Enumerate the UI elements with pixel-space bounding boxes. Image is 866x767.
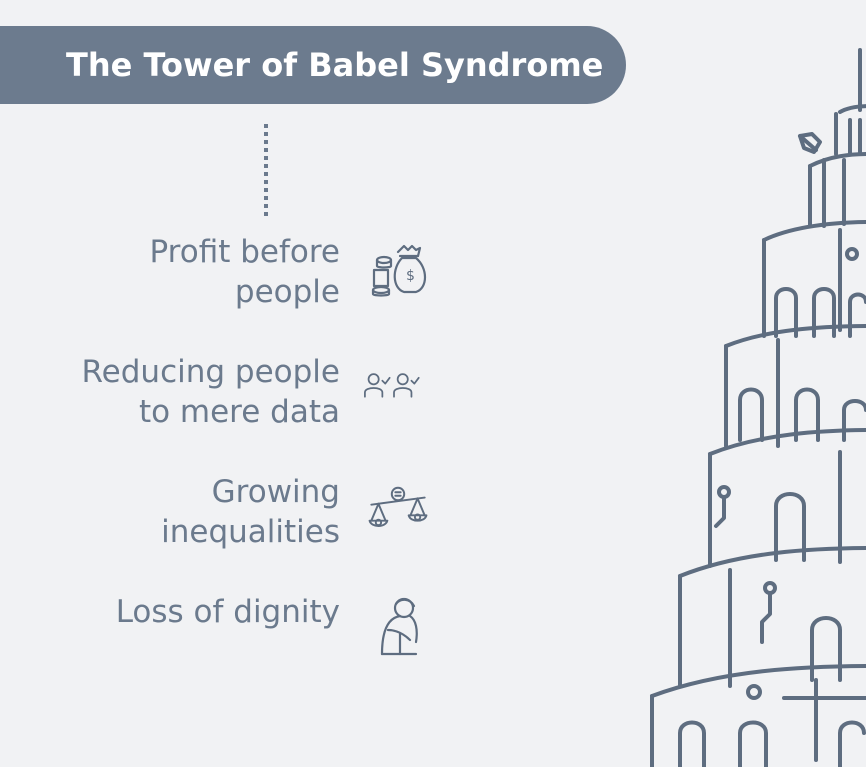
list-item: Growing inequalities bbox=[161, 472, 340, 552]
svg-text:$: $ bbox=[406, 268, 415, 284]
dotted-connector bbox=[264, 124, 268, 220]
item-line-1: Reducing people bbox=[81, 354, 340, 390]
item-line-1: Profit before bbox=[149, 234, 340, 270]
scale-balance-icon bbox=[368, 486, 428, 527]
list-item: Loss of dignity bbox=[116, 592, 340, 632]
money-bag-coins-icon: $ bbox=[371, 244, 427, 297]
item-line-2: to mere data bbox=[138, 394, 340, 430]
list-item: Profit before people bbox=[150, 232, 340, 312]
tower-of-babel-illustration bbox=[650, 48, 866, 767]
item-line-2: inequalities bbox=[161, 514, 340, 550]
people-check-icon bbox=[364, 373, 420, 398]
page-title: The Tower of Babel Syndrome bbox=[66, 46, 604, 84]
title-banner: The Tower of Babel Syndrome bbox=[0, 26, 626, 104]
item-line-1: Loss of dignity bbox=[115, 594, 340, 630]
sad-person-icon bbox=[380, 597, 418, 656]
list-item: Reducing people to mere data bbox=[82, 352, 340, 432]
item-line-2: people bbox=[234, 274, 340, 310]
item-line-1: Growing bbox=[211, 474, 340, 510]
